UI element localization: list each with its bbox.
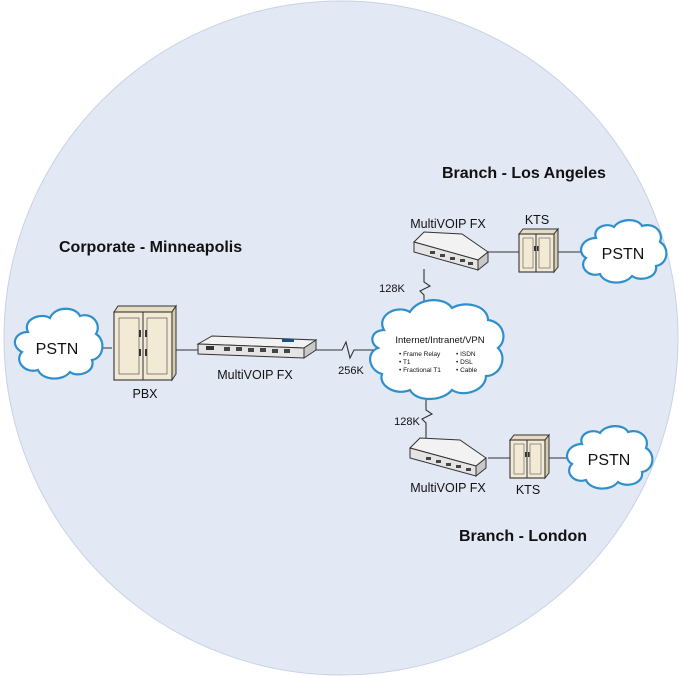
- kts-la-label: KTS: [525, 213, 549, 227]
- pstn-cloud-la: PSTN: [579, 219, 668, 284]
- pbx-label: PBX: [132, 387, 158, 401]
- pstn-label-la: PSTN: [602, 246, 645, 263]
- multivoip-la-icon: [413, 231, 489, 272]
- network-item: • Frame Relay: [399, 351, 441, 358]
- london-link-speed: 128K: [394, 416, 420, 428]
- kts-london-label: KTS: [516, 483, 540, 497]
- network-item: • Cable: [456, 367, 477, 374]
- la-link-speed: 128K: [379, 283, 405, 295]
- multivoip-corporate-icon: [196, 335, 318, 359]
- network-item: • ISDN: [456, 351, 476, 358]
- multivoip-la-label: MultiVOIP FX: [410, 217, 486, 231]
- site-title-london: Branch - London: [459, 528, 587, 545]
- site-title-los-angeles: Branch - Los Angeles: [442, 165, 606, 182]
- network-item: • T1: [399, 359, 411, 366]
- multivoip-corporate-label: MultiVOIP FX: [217, 368, 293, 382]
- pstn-label-london: PSTN: [588, 452, 631, 469]
- pstn-cloud-corporate: PSTN: [13, 307, 104, 380]
- pstn-cloud-london: PSTN: [565, 425, 654, 490]
- corp-link-speed: 256K: [338, 365, 364, 377]
- pbx-cabinet-icon: [113, 304, 177, 382]
- internet-cloud: Internet/Intranet/VPN • Frame Relay • T1…: [369, 299, 505, 401]
- connection-lines: [95, 251, 586, 459]
- site-title-corporate: Corporate - Minneapolis: [59, 239, 242, 256]
- network-item: • Fractional T1: [399, 367, 441, 374]
- network-item: • DSL: [456, 359, 473, 366]
- kts-london-cabinet-icon: [508, 433, 551, 480]
- multivoip-london-label: MultiVOIP FX: [410, 481, 486, 495]
- background-circle: [3, 0, 679, 676]
- internet-cloud-title: Internet/Intranet/VPN: [395, 335, 484, 346]
- kts-la-cabinet-icon: [517, 227, 560, 274]
- pstn-label-corporate: PSTN: [36, 341, 79, 358]
- multivoip-london-icon: [409, 437, 487, 478]
